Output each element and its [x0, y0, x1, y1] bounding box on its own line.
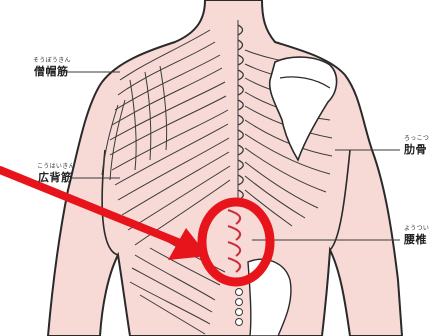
label-rokkotsu: 肋骨 [404, 144, 427, 155]
label-yotsui: 腰椎 [404, 234, 427, 245]
label-yotsui-ruby: ようつい [404, 226, 429, 232]
label-sojobokin-ruby: そうぼうきん [33, 58, 71, 64]
label-kohaikin-ruby: こうはいきん [37, 164, 75, 170]
label-rokkotsu-ruby: ろっこつ [404, 136, 429, 142]
label-sojobokin: 僧帽筋 [34, 66, 69, 77]
label-kohaikin: 広背筋 [38, 172, 73, 183]
